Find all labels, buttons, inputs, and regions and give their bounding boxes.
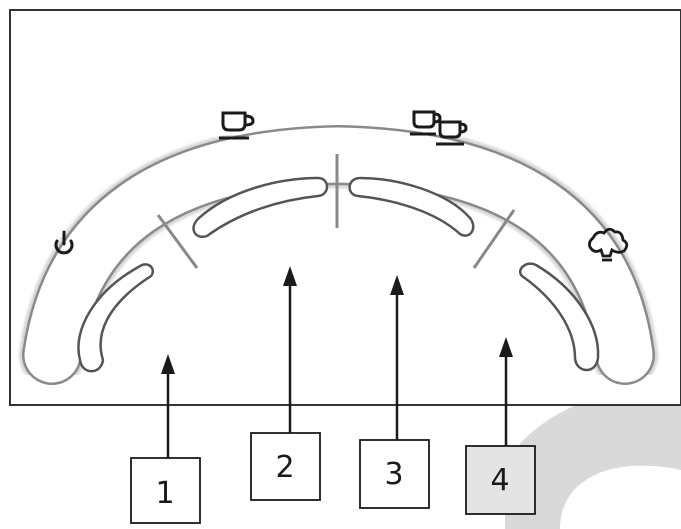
double-cup-button[interactable] <box>348 176 475 237</box>
callout-3-label: 3 <box>384 457 403 492</box>
double-cup-icon <box>410 110 468 146</box>
power-button[interactable] <box>77 263 155 373</box>
callout-1-label: 1 <box>155 476 174 511</box>
callout-4: 4 <box>465 445 536 515</box>
callout-3: 3 <box>359 439 430 509</box>
button-dividers <box>156 154 516 269</box>
single-cup-button[interactable] <box>192 176 329 239</box>
steam-icon <box>588 227 629 262</box>
single-cup-icon <box>219 111 255 140</box>
callout-arrows <box>161 266 513 458</box>
power-icon <box>54 230 74 255</box>
callout-2: 2 <box>250 432 321 501</box>
callout-4-label: 4 <box>490 463 509 498</box>
callout-2-label: 2 <box>275 450 294 485</box>
callout-1: 1 <box>130 457 201 524</box>
steam-button[interactable] <box>519 262 600 372</box>
